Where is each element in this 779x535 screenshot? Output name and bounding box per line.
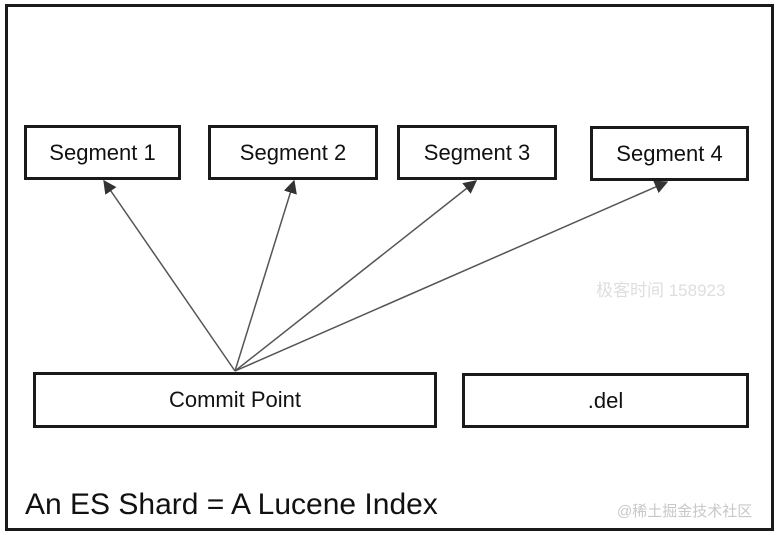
watermark-top: 极客时间 158923 bbox=[596, 281, 726, 300]
arrow-to-segment-2 bbox=[234, 179, 297, 372]
diagram-caption: An ES Shard = A Lucene Index bbox=[25, 488, 438, 521]
segment-3-box: Segment 3 bbox=[397, 125, 557, 180]
segment-1-box: Segment 1 bbox=[24, 125, 181, 180]
watermark-bottom: @稀土掘金技术社区 bbox=[617, 503, 753, 520]
commit-point-box: Commit Point bbox=[33, 372, 437, 428]
segment-2-box: Segment 2 bbox=[208, 125, 378, 180]
segment-1-label: Segment 1 bbox=[49, 139, 156, 165]
commit-point-label: Commit Point bbox=[168, 387, 302, 412]
diagram-frame bbox=[5, 4, 774, 531]
del-file-label: .del bbox=[587, 387, 624, 413]
segment-3-label: Segment 3 bbox=[423, 139, 531, 165]
segment-4-box: Segment 4 bbox=[590, 126, 749, 181]
arrow-to-segment-3 bbox=[234, 180, 478, 372]
segment-4-label: Segment 4 bbox=[616, 140, 723, 166]
del-file-box: .del bbox=[462, 373, 749, 428]
arrow-to-segment-4 bbox=[234, 180, 669, 372]
segment-2-label: Segment 2 bbox=[239, 139, 347, 165]
arrow-to-segment-1 bbox=[103, 179, 236, 372]
